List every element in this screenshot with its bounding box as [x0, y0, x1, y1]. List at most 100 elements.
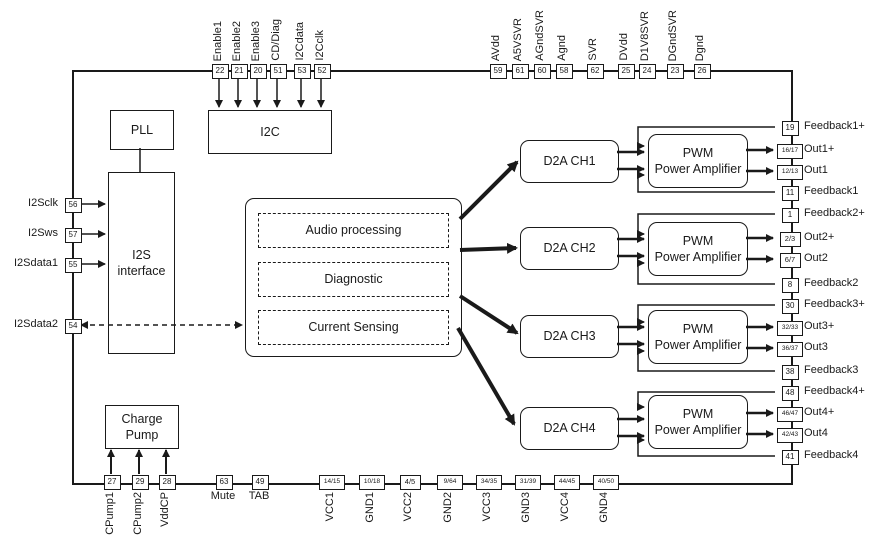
pin-label-tab: TAB: [248, 490, 270, 502]
pin-21: 21: [230, 63, 248, 79]
pin-label-agndsvr: AGndSVR: [534, 10, 546, 61]
block-label: Pump: [125, 428, 159, 442]
block-label: interface: [117, 264, 166, 278]
pin-number: 8: [787, 280, 793, 289]
block-label: I2S: [132, 247, 151, 262]
pin-number: 48: [785, 388, 795, 397]
pin-number: 22: [215, 66, 225, 75]
pin-62: 62: [586, 63, 604, 79]
pin-number: 21: [234, 66, 244, 75]
pin-number: 14/15: [323, 477, 341, 485]
block-pll: PLL: [110, 110, 174, 150]
pin-59: 59: [489, 63, 507, 79]
pin-label-vcc3: VCC3: [481, 492, 493, 522]
block-label: Charge: [121, 411, 163, 426]
pin-label-d1v8svr: D1V8SVR: [639, 10, 651, 61]
pin-label-feedback4-: Feedback4+: [804, 385, 865, 397]
pin-number: 31/39: [519, 477, 537, 485]
pin-label-feedback3-: Feedback3+: [804, 298, 865, 310]
block-current-sensing: Current Sensing: [258, 310, 449, 345]
pin-number: 6/7: [784, 255, 796, 265]
pin-14-15: 14/15: [319, 474, 345, 490]
pin-label-cpump1: CPump1: [104, 492, 116, 535]
pin-48: 48: [781, 385, 799, 401]
pin-46-47: 46/47: [777, 406, 803, 422]
block-label: I2C: [260, 124, 280, 139]
pin-60: 60: [533, 63, 551, 79]
pin-number: 38: [785, 367, 795, 376]
pin-label-out4: Out4: [804, 427, 828, 439]
pin-23: 23: [666, 63, 684, 79]
block-label: D2A CH3: [543, 329, 596, 344]
pin-number: 25: [621, 66, 631, 75]
block-pwm-ch4: PWM Power Amplifier: [648, 395, 748, 449]
block-diagnostic: Diagnostic: [258, 262, 449, 297]
pin-34-35: 34/35: [476, 474, 502, 490]
block-label: Diagnostic: [324, 272, 383, 287]
pin-30: 30: [781, 298, 799, 314]
pin-22: 22: [211, 63, 229, 79]
pin-11: 11: [781, 185, 799, 201]
pin-label-feedback1-: Feedback1+: [804, 120, 865, 132]
pin-53: 53: [293, 63, 311, 79]
pin-label-feedback1: Feedback1: [804, 185, 859, 197]
pin-4-5: 4/5: [399, 474, 421, 490]
pin-number: 30: [785, 301, 795, 310]
pin-number: 46/47: [781, 409, 799, 417]
pin-number: 28: [162, 477, 172, 486]
block-label: D2A CH1: [543, 154, 596, 169]
pin-63: 63: [215, 474, 233, 490]
pin-label-enable1: Enable1: [212, 20, 224, 61]
pin-58: 58: [555, 63, 573, 79]
pin-label-gnd3: GND3: [520, 492, 532, 523]
pin-number: 59: [493, 66, 503, 75]
pin-number: 12/13: [781, 167, 799, 175]
pin-number: 29: [135, 477, 145, 486]
pin-42-43: 42/43: [777, 427, 803, 443]
pin-26: 26: [693, 63, 711, 79]
block-label: PLL: [130, 122, 154, 137]
block-label: Current Sensing: [308, 320, 399, 335]
block-label: Power Amplifier: [654, 423, 742, 437]
pin-label-i2sdata2: I2Sdata2: [13, 318, 58, 330]
block-d2a-ch1: D2A CH1: [520, 140, 619, 183]
pin-label-dgndsvr: DGndSVR: [667, 9, 679, 61]
pin-label-out3: Out3: [804, 341, 828, 353]
pin-number: 2/3: [784, 234, 796, 244]
pin-9-64: 9/64: [437, 474, 463, 490]
pin-label-feedback2: Feedback2: [804, 277, 859, 289]
block-d2a-ch4: D2A CH4: [520, 407, 619, 450]
pin-number: 11: [785, 188, 795, 197]
pin-28: 28: [158, 474, 176, 490]
pin-label-gnd2: GND2: [442, 492, 454, 523]
pin-label-gnd1: GND1: [364, 492, 376, 523]
pin-19: 19: [781, 120, 799, 136]
pin-label-agnd: Agnd: [556, 35, 568, 61]
pin-number: 16/17: [781, 146, 799, 154]
pin-label-vcc2: VCC2: [402, 492, 414, 522]
pin-label-cd-diag: CD/Diag: [270, 19, 282, 61]
block-label: Power Amplifier: [654, 250, 742, 264]
pin-number: 51: [273, 66, 283, 75]
pin-number: 44/45: [558, 477, 576, 485]
pin-label-i2cclk: I2Cclk: [314, 30, 326, 61]
pin-label-gnd4: GND4: [598, 492, 610, 523]
pin-49: 49: [251, 474, 269, 490]
pin-number: 53: [297, 66, 307, 75]
pin-label-vcc4: VCC4: [559, 492, 571, 522]
pin-1: 1: [781, 207, 799, 223]
pin-number: 36/37: [781, 344, 799, 352]
pin-label-cpump2: CPump2: [132, 492, 144, 535]
block-label: PWM: [682, 406, 714, 421]
pin-label-feedback4: Feedback4: [804, 449, 859, 461]
pin-number: 20: [253, 66, 263, 75]
pin-31-39: 31/39: [515, 474, 541, 490]
pin-38: 38: [781, 364, 799, 380]
pin-label-dvdd: DVdd: [618, 33, 630, 61]
pin-label-out1-: Out1+: [804, 143, 835, 155]
pin-label-a5vsvr: A5VSVR: [512, 17, 524, 61]
pin-label-out4-: Out4+: [804, 406, 835, 418]
